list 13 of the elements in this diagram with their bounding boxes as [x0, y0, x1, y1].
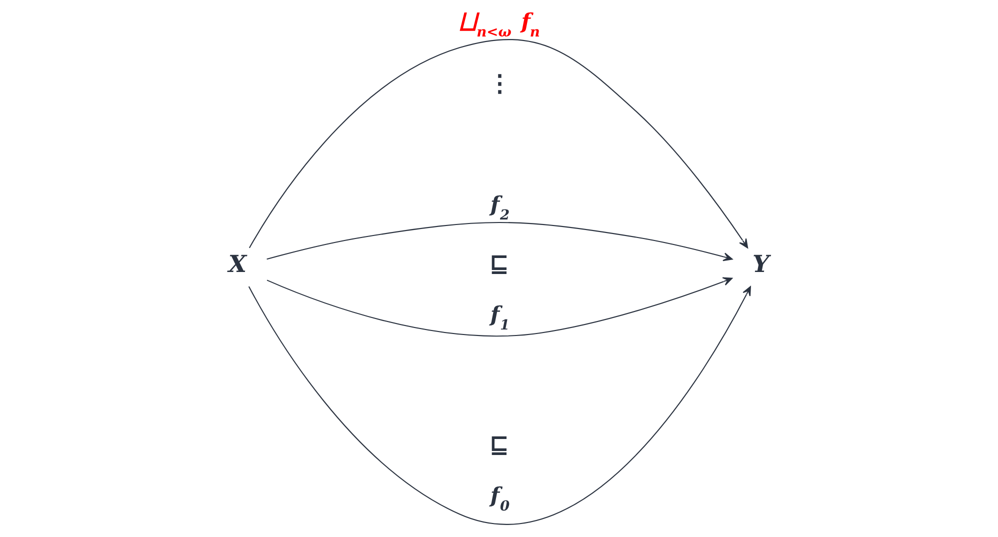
arrow: [266, 277, 732, 336]
arrow: [266, 222, 732, 262]
node-text: Y: [752, 250, 769, 278]
label: ⋮: [487, 68, 510, 97]
label: ⊑: [488, 250, 509, 278]
edge-label: ⨆$_{n<ω}$ f$_{n}$: [459, 9, 540, 40]
arrow: [248, 286, 750, 524]
edge-label: f$_{0}$: [490, 483, 510, 514]
edge-label: f$_{1}$: [490, 302, 510, 334]
arrow: [248, 39, 748, 248]
label: ⊑: [488, 431, 509, 460]
edge-label: f$_{2}$: [490, 192, 510, 224]
node-text: X: [228, 250, 246, 278]
